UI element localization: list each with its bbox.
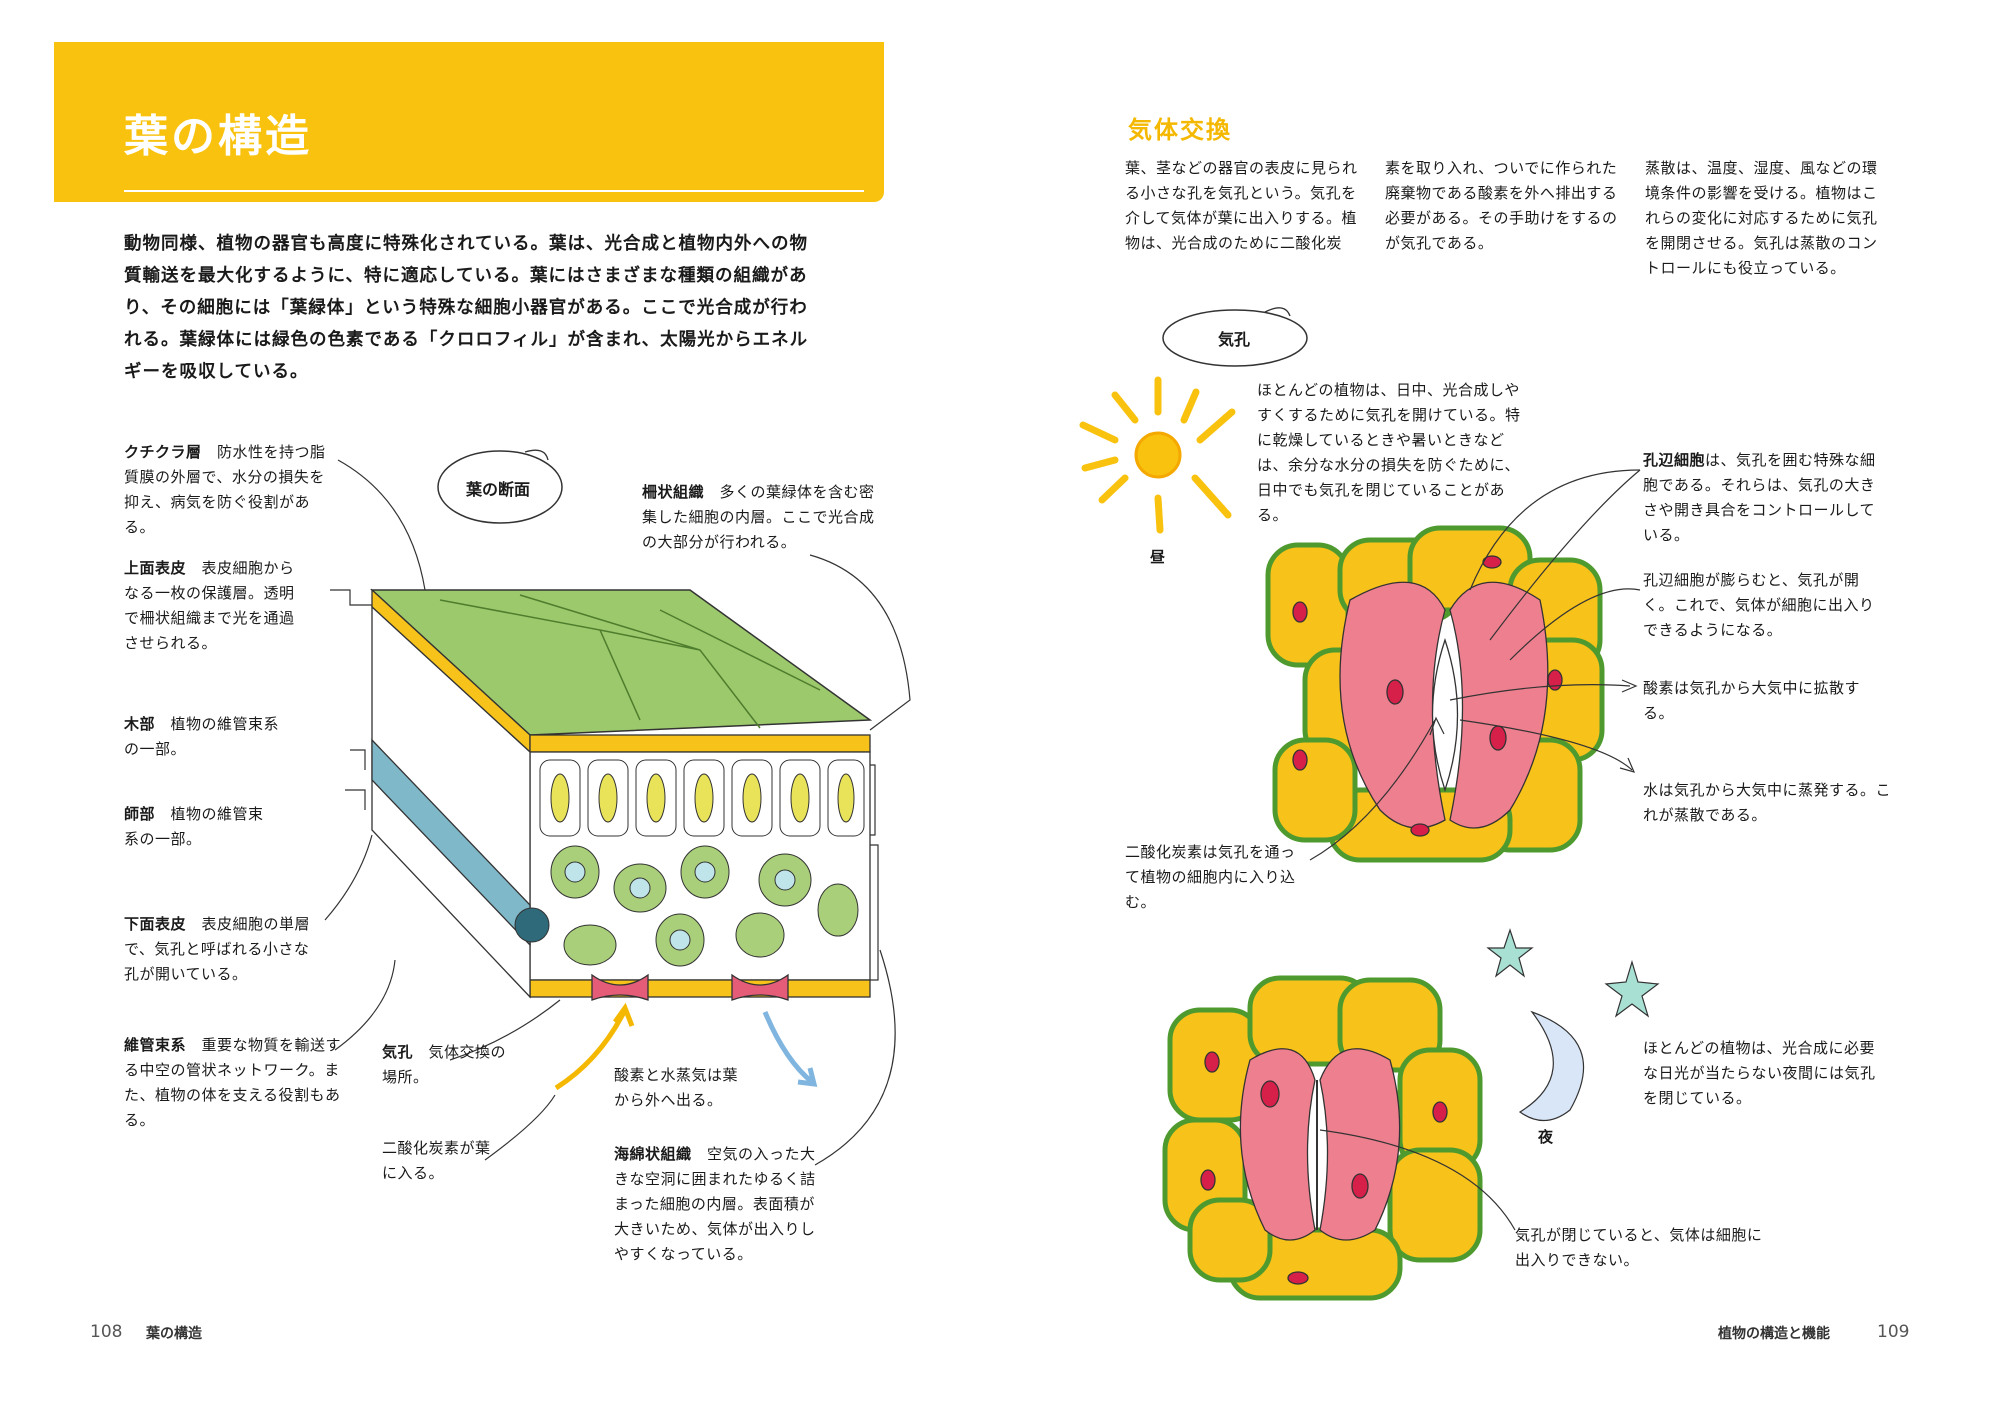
title-banner [54,42,884,202]
footer-right: 植物の構造と機能 [1718,1326,1830,1342]
co2-arrow [554,1008,628,1091]
moon-icon [1518,1010,1585,1122]
gas-exchange-heading: 気体交換 [1128,116,1232,144]
star-icon [1486,928,1534,978]
spongy-label: 海綿状組織 空気の入った大きな空洞に囲まれたゆるく詰まった細胞の内層。表面積が大… [614,1145,816,1263]
day-paragraph: ほとんどの植物は、日中、光合成しやすくするために気孔を開けている。特に乾燥してい… [1257,381,1521,524]
closed-stoma-label: 気孔が閉じていると、気体は細胞に出入りできない。 [1515,1226,1763,1269]
stoma-bubble-label: 気孔 [1218,330,1251,349]
cuticle-label: クチクラ層 防水性を持つ脂質膜の外層で、水分の損失を抑え、病気を防ぐ役割がある。 [124,443,326,536]
upper-epidermis-label: 上面表皮 表皮細胞からなる一枚の保護層。透明で柵状組織まで光を通過させられる。 [124,559,295,652]
stoma-left [591,973,649,1001]
sun-icon [1079,376,1236,534]
vascular-label: 維管束系 重要な物質を輸送する中空の管状ネットワーク。また、植物の体を支える役割… [124,1036,342,1129]
night-paragraph: ほとんどの植物は、光合成に必要な日光が当たらない夜間には気孔を閉じている。 [1643,1039,1876,1107]
palisade-label: 柵状組織 多くの葉緑体を含む密集した細胞の内層。ここで光合成の大部分が行われる。 [642,483,875,551]
co2-in-label: 二酸化炭素が葉に入る。 [382,1139,491,1182]
star-icon-2 [1604,959,1660,1018]
lower-epidermis-label: 下面表皮 表皮細胞の単層で、気孔と呼ばれる小さな孔が開いている。 [124,915,311,983]
title-underline [124,190,864,192]
guard-cell-label: 孔辺細胞は、気孔を囲む特殊な細胞である。それらは、気孔の大きさや開き具合をコント… [1643,451,1876,544]
intro-col-1: 葉、茎などの器官の表皮に見られる小さな孔を気孔という。気孔を介して気体が葉に出入… [1125,159,1358,252]
stoma-bubble-outline [1162,309,1308,367]
stoma-right [731,973,789,1001]
page-number-right: 109 [1877,1322,1910,1342]
spongy-cells [550,845,859,967]
phloem-label: 師部 植物の維管束系の一部。 [124,805,264,848]
water-evaporate-label: 水は気孔から大気中に蒸発する。これが蒸散である。 [1643,781,1892,824]
intro-col-2: 素を取り入れ、ついでに作られた廃棄物である酸素を外へ排出する必要がある。その手助… [1385,159,1618,252]
closed-stoma [1162,975,1483,1301]
intro-col-3: 蒸散は、温度、湿度、風などの環境条件の影響を受ける。植物はこれらの変化に対応する… [1645,159,1878,277]
footer-left: 葉の構造 [146,1326,202,1342]
section-bubble-outline [437,450,563,524]
page-number-left: 108 [90,1322,123,1342]
page-title: 葉の構造 [124,111,312,162]
palisade-cells [539,759,865,837]
section-bubble-label: 葉の断面 [466,480,531,499]
co2-enter-label: 二酸化炭素は気孔を通って植物の細胞内に入り込む。 [1125,843,1296,911]
o2-arrow [762,1011,814,1084]
vascular-bundle [371,738,531,947]
o2-out-label: 酸素と水蒸気は葉から外へ出る。 [614,1066,739,1109]
stoma-label: 気孔 気体交換の場所。 [382,1043,507,1086]
oxygen-diffuse-label: 酸素は気孔から大気中に拡散する。 [1643,679,1861,722]
xylem-label: 木部 植物の維管束系の一部。 [124,715,280,758]
intro-paragraph: 動物同様、植物の器官も高度に特殊化されている。葉は、光合成と植物内外への物質輸送… [124,234,809,382]
day-label: 昼 [1150,548,1166,566]
guard-swell-label: 孔辺細胞が膨らむと、気孔が開く。これで、気体が細胞に出入りできるようになる。 [1643,571,1875,639]
night-label: 夜 [1538,1128,1554,1146]
